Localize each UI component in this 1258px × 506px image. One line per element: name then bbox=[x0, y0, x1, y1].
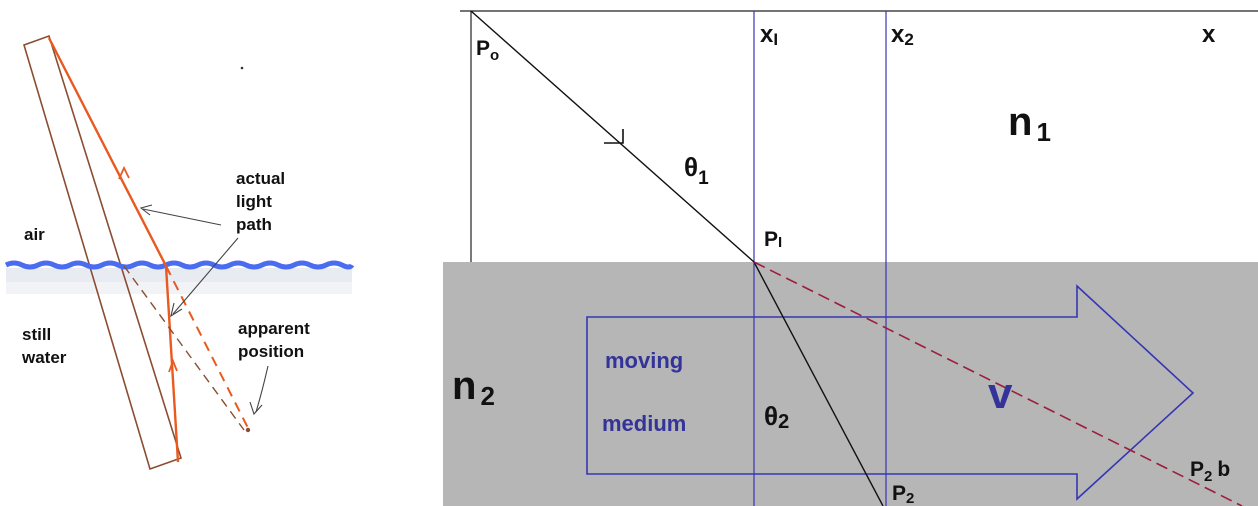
incident-ray-arrowhead bbox=[604, 129, 624, 144]
apparent-ray-dashed-brown bbox=[123, 265, 245, 431]
apparent-ray-dashed-orange bbox=[165, 265, 249, 429]
label-light: light bbox=[236, 192, 272, 211]
actual-light-path bbox=[47, 37, 180, 463]
actual-path-pointer-1-head bbox=[139, 204, 153, 216]
label-p0: Po bbox=[476, 37, 499, 64]
stick bbox=[23, 34, 182, 471]
apparent-position-pointer bbox=[255, 365, 269, 413]
refracted-ray bbox=[753, 261, 884, 506]
actual-path-pointer-2 bbox=[172, 237, 239, 315]
medium-velocity-arrow bbox=[586, 284, 1195, 501]
ray-arrowhead-upper bbox=[118, 165, 130, 180]
water-surface bbox=[4, 260, 355, 270]
label-x: x bbox=[1202, 21, 1216, 48]
label-apparent: apparent bbox=[238, 319, 310, 338]
left-panel-still-water: actual light path air still water appare… bbox=[4, 34, 355, 471]
label-position: position bbox=[238, 342, 304, 361]
ray-arrowhead-lower bbox=[168, 358, 178, 373]
label-medium: medium bbox=[602, 411, 686, 436]
label-p2: P2 bbox=[892, 482, 914, 506]
medium-region bbox=[443, 262, 1258, 506]
actual-path-pointer-2-head bbox=[170, 302, 183, 318]
label-x1: xI bbox=[760, 21, 778, 49]
label-velocity-v: v bbox=[988, 369, 1013, 418]
label-theta2: θ2 bbox=[764, 401, 789, 433]
label-actual: actual bbox=[236, 169, 285, 188]
apparent-position-pointer-head bbox=[249, 401, 263, 416]
water-haze-lower bbox=[6, 282, 352, 294]
label-water: water bbox=[21, 348, 67, 367]
label-theta1: θ1 bbox=[684, 152, 709, 189]
label-x2: x2 bbox=[891, 21, 914, 49]
actual-path-pointer-1 bbox=[142, 208, 222, 226]
label-path: path bbox=[236, 215, 272, 234]
label-p1: PI bbox=[764, 228, 782, 251]
label-air: air bbox=[24, 225, 45, 244]
apparent-position-dot bbox=[245, 427, 251, 433]
label-still: still bbox=[22, 325, 51, 344]
label-moving: moving bbox=[605, 348, 683, 373]
stray-dot bbox=[240, 66, 244, 70]
dashed-ray-to-p2b bbox=[753, 261, 1243, 506]
incident-ray bbox=[470, 10, 755, 263]
